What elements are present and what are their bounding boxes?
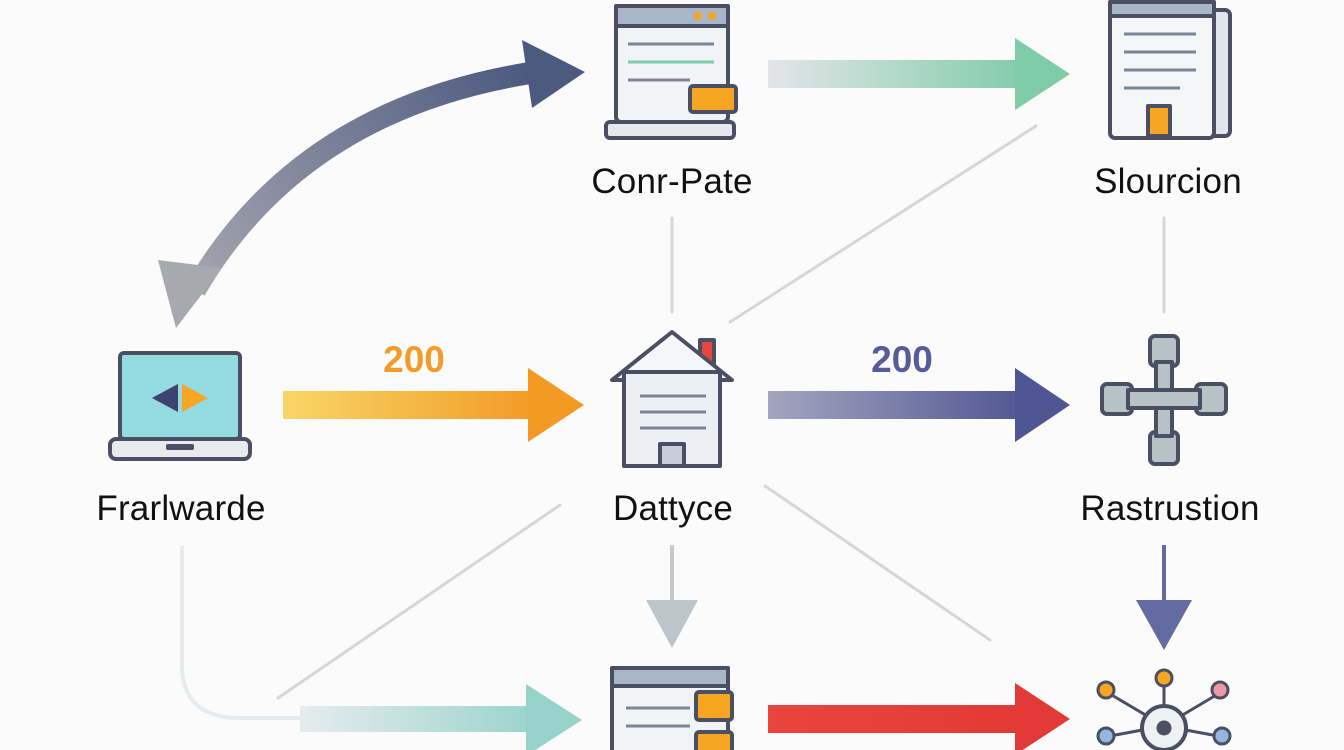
node-label-frarlwarde: Frarlwarde [96, 489, 266, 528]
edge-frarlwarde-bottom-doc [180, 546, 582, 750]
house-icon [610, 330, 734, 468]
node-label-rastrustion: Rastrustion [1080, 489, 1260, 528]
node-label-dattyce: Dattyce [612, 489, 734, 528]
edge-frarlwarde-dattyce [283, 368, 584, 442]
edge-label-dattyce-rastrustion: 200 [871, 339, 933, 380]
edge-bottom-doc-bottom-hub [768, 683, 1070, 750]
arrowhead-to-frarlwarde [158, 260, 222, 328]
arc-arrow [158, 40, 585, 328]
connector-lines [276, 124, 1166, 700]
connector-icon [1100, 334, 1228, 466]
edge-dattyce-bottom-doc [646, 545, 698, 648]
node-label-slourcion: Slourcion [1094, 162, 1242, 201]
flowchart-document-icon [610, 666, 734, 750]
line-dattyce-bottom-right [763, 484, 992, 642]
line-dattyce-bottom-left [276, 503, 562, 700]
edge-conr-pate-slourcion [768, 38, 1070, 110]
line-slourcion-dattyce [728, 124, 1038, 324]
edge-dattyce-rastrustion [768, 368, 1070, 442]
web-page-icon [604, 4, 738, 140]
network-hub-icon [1096, 668, 1232, 750]
edge-label-frarlwarde-dattyce: 200 [383, 339, 445, 380]
laptop-icon [108, 351, 252, 461]
node-label-conr-pate: Conr-Pate [591, 162, 753, 201]
arrowhead-to-conr-pate [522, 40, 585, 108]
edge-rastrustion-bottom-hub [1136, 545, 1192, 650]
document-icon [1108, 0, 1232, 140]
